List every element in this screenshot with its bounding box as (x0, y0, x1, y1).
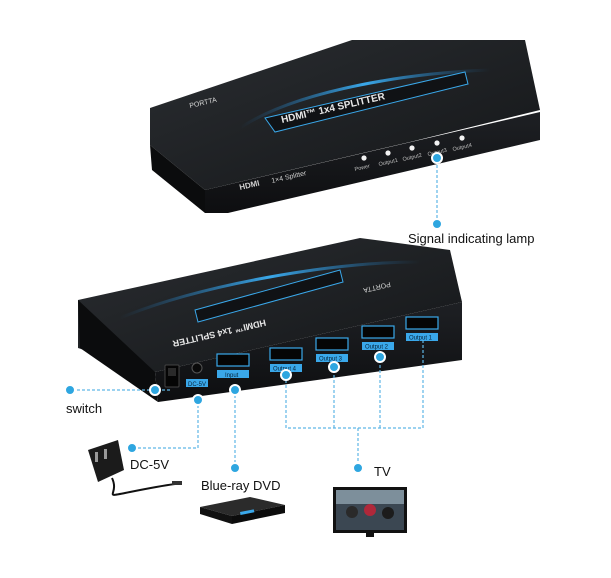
led-output1 (385, 150, 391, 156)
bluray-front (200, 507, 232, 524)
output-label: Output 3 (319, 357, 343, 363)
output4-dot (280, 369, 292, 381)
power-adapter-image (88, 440, 182, 496)
dc-dot (126, 442, 138, 454)
led-label-output1: Output1 (378, 158, 398, 168)
bluray-dot-device (229, 384, 241, 396)
front-unit-side-face (150, 145, 205, 213)
signal-lamp-dot-bottom (431, 218, 443, 230)
led-output2 (409, 145, 415, 151)
front-unit-title-panel (264, 71, 469, 133)
dc-label: DC-5V (188, 382, 206, 388)
output-label-box (316, 354, 348, 362)
tv-screen-figure-3 (382, 507, 394, 519)
power-switch-rocker (168, 368, 176, 376)
output-label-box (362, 342, 394, 350)
back-unit-swoosh (119, 260, 421, 320)
back-unit-side-face (78, 300, 158, 402)
output-label: Output 2 (365, 345, 389, 351)
signal-lamp-dot (431, 152, 443, 164)
adapter-prong-1 (95, 452, 98, 462)
bluray-callout-label: Blue-ray DVD (201, 478, 281, 493)
bluray-player-image (200, 497, 285, 524)
led-label-output2: Output2 (402, 153, 422, 163)
front-unit-front-face (205, 112, 540, 213)
hdmi-input-port (216, 353, 250, 367)
tv-image (333, 487, 407, 537)
led-label-output4: Output4 (452, 143, 472, 153)
tv-stand (366, 533, 374, 537)
led-power (361, 155, 367, 161)
output-label-box (270, 364, 302, 372)
back-unit-top-face (78, 238, 462, 372)
switch-dot (64, 384, 76, 396)
hdmi-output-port-output1 (405, 316, 439, 330)
output2-dot (374, 351, 386, 363)
adapter-prong-2 (104, 449, 107, 459)
dc-jack (191, 362, 203, 374)
tv-callout-label: TV (374, 464, 391, 479)
front-unit-swoosh (239, 68, 491, 130)
tv-bracket-leader (285, 340, 424, 429)
back-unit-title-panel (194, 269, 344, 323)
front-unit-hdmi-logo: HDMI (238, 179, 260, 192)
input-label-box (217, 370, 249, 378)
output3-dot (328, 361, 340, 373)
adapter-body (88, 440, 124, 482)
tv-dot (352, 462, 364, 474)
signal-lamp-callout-label: Signal indicating lamp (408, 231, 535, 246)
dc-callout-label: DC-5V (130, 457, 170, 472)
input-label: Input (225, 373, 239, 379)
splitter-back-unit: HDMI™ 1x4 SPLITTER PORTTA DC-5V Input (78, 238, 462, 402)
bluray-face (232, 505, 285, 524)
dc-dot-device (192, 394, 204, 406)
led-output4 (459, 135, 465, 141)
callout-lines (72, 160, 438, 465)
output-label-box (406, 333, 438, 341)
adapter-plug (172, 481, 182, 485)
switch-dot-device (149, 384, 161, 396)
tv-screen-figure-2 (364, 504, 376, 516)
switch-callout-label: switch (66, 401, 103, 416)
hdmi-output-port-output4 (269, 347, 303, 361)
hdmi-output-port-output2 (361, 325, 395, 339)
callout-dots (64, 152, 443, 474)
dc-label-box (186, 379, 208, 387)
hdmi-output-port-output3 (315, 337, 349, 351)
output-label: Output 1 (409, 336, 433, 342)
bluray-display (240, 509, 255, 515)
splitter-front-unit: HDMI™ 1x4 SPLITTER PORTTA HDMI 1×4 Split… (150, 40, 540, 213)
tv-screen-figure-1 (346, 506, 358, 518)
bluray-top (200, 497, 285, 516)
tv-screen-scene-sky (336, 490, 404, 504)
led-output3 (434, 140, 440, 146)
bluray-dot (229, 462, 241, 474)
adapter-cable (111, 477, 176, 496)
dc-leader (134, 400, 199, 449)
led-label-power: Power (354, 164, 371, 173)
